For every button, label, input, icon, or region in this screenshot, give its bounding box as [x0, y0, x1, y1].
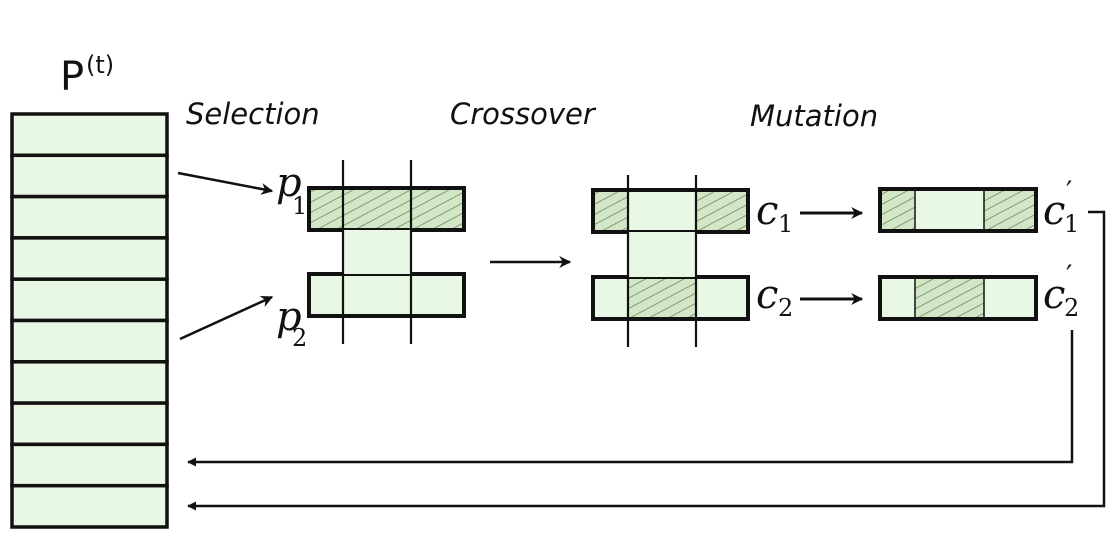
population-slot [10, 194, 169, 240]
population-slot [10, 442, 169, 488]
mutated-subscript-c1: 1 [1064, 210, 1079, 238]
child-letter-c1: c [756, 188, 778, 234]
chromosome-c1-prime-segment-right [984, 191, 1034, 229]
population-slot [10, 236, 169, 281]
mutated-letter-c1: c [1043, 188, 1065, 234]
population-slot [10, 483, 169, 529]
chromosome-c1-segment-left [595, 192, 628, 230]
population-slot [10, 277, 169, 323]
child-subscript-c2: 2 [778, 294, 793, 322]
chromosome-c2-segment-middle [628, 279, 696, 317]
mutated-chromosome-c2 [878, 275, 1038, 321]
parent-letter-p1: p [276, 160, 302, 206]
child-chromosome-c1 [591, 188, 750, 234]
chromosome-c1-prime-segment-left [882, 191, 915, 229]
mutated-label-c1: c ′ 1 [1043, 175, 1079, 238]
chromosome-c2-prime-segment-middle [915, 279, 984, 317]
population-label-superscript: (t) [86, 51, 114, 79]
parent-chromosome-p1 [307, 186, 466, 232]
mutated-label-c2: c ′ 2 [1043, 259, 1079, 322]
population-slot [10, 112, 169, 158]
population-slot [10, 318, 169, 364]
parent-chromosome-p2 [307, 272, 466, 318]
parent-label-p2: p 2 [276, 294, 307, 352]
mutated-chromosome-c1 [878, 187, 1038, 233]
parent-subscript-p1: 1 [292, 192, 307, 220]
parent-subscript-p2: 2 [292, 324, 307, 352]
child-letter-c2: c [756, 272, 778, 318]
selection-arrow-p1 [177, 171, 274, 195]
return-arrow-c1 [187, 210, 1106, 511]
mutated-subscript-c2: 2 [1064, 294, 1079, 322]
population-slot [10, 360, 169, 405]
parent-crossover-bridge [343, 230, 411, 274]
mutated-letter-c2: c [1043, 272, 1065, 318]
child-subscript-c1: 1 [778, 210, 793, 238]
parent-letter-p2: p [276, 294, 302, 340]
mutated-prime-c1: ′ [1066, 175, 1072, 208]
population-column [10, 112, 169, 529]
population-slot [10, 153, 169, 199]
parent-label-p1: p 1 [276, 160, 307, 220]
stage-title-selection: Selection [186, 97, 320, 131]
population-slot [10, 401, 169, 447]
selection-arrow-p2 [179, 295, 274, 341]
population-label: P (t) [60, 51, 114, 100]
child-chromosome-c2 [591, 275, 750, 321]
mutated-prime-c2: ′ [1066, 259, 1072, 292]
chromosome-c1-segment-right [696, 192, 746, 230]
population-label-letter: P [60, 54, 84, 100]
child-crossover-bridge [628, 232, 696, 277]
chromosome-p2-body [307, 272, 466, 318]
child-label-c1: c 1 [756, 188, 793, 238]
return-arrow-c2 [187, 330, 1074, 467]
chromosome-p1-body [307, 186, 466, 232]
stage-title-mutation: Mutation [750, 99, 878, 133]
child-label-c2: c 2 [756, 272, 793, 322]
stage-title-crossover: Crossover [450, 97, 597, 131]
